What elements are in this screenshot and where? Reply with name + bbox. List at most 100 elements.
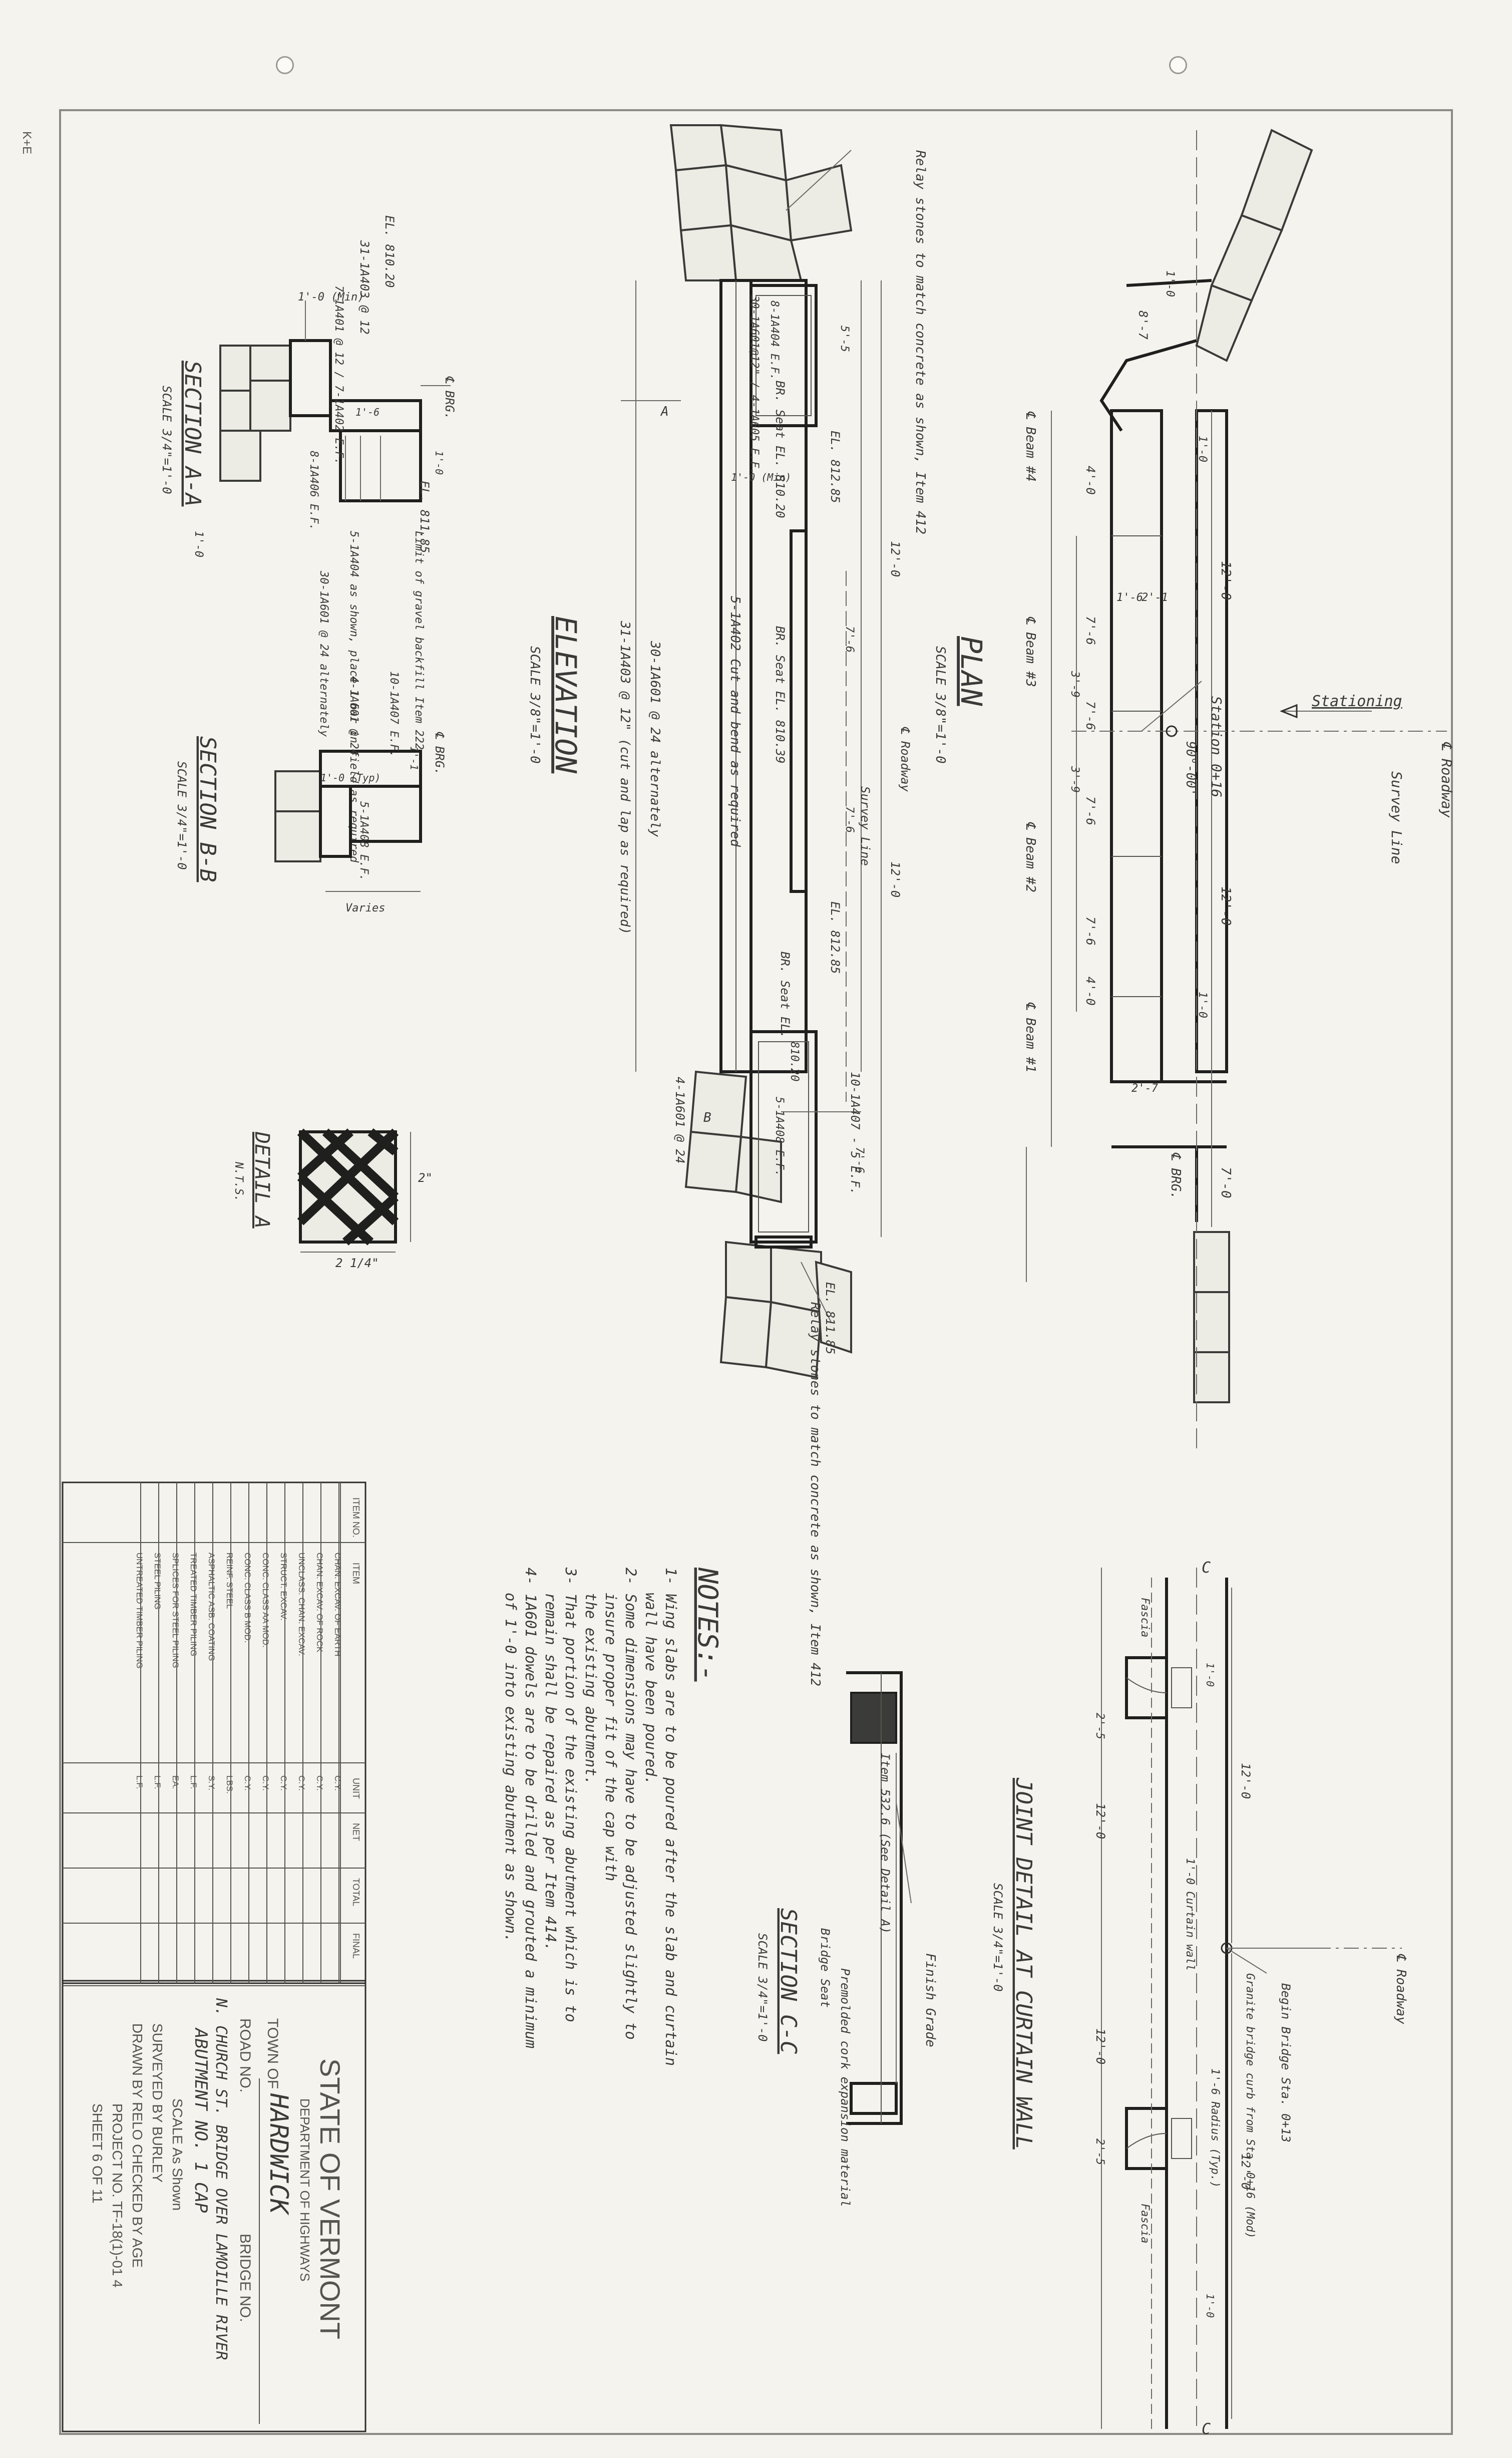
elevation-cap-outline — [719, 279, 808, 1073]
title-block: STATE OF VERMONT DEPARTMENT OF HIGHWAYS … — [62, 1980, 366, 2432]
plan-d4b: 4'-0 — [1083, 977, 1097, 1006]
table-row-item: UNTREATED TIMBER PILING — [135, 1553, 144, 1669]
section-aa-d1-6: 1'-6 — [355, 406, 380, 418]
joint-cl-bottom: C — [1202, 2420, 1211, 2438]
elevation-el1: EL. 812.85 — [828, 431, 842, 503]
elevation-title: ELEVATION — [549, 616, 583, 774]
joint-detail-view: JOINT DETAIL AT CURTAIN WALL SCALE 3/4"=… — [991, 1559, 1408, 2438]
joint-d2-5a: 2'-5 — [1093, 1713, 1106, 1739]
elevation-seat2: BR. Seat EL. 810.39 — [773, 626, 787, 764]
plan-d1a: 1'-0 — [1196, 436, 1209, 462]
section-cc-cork — [850, 1692, 897, 1744]
section-bb-bars2: 4-1A601 @ 24 — [347, 676, 360, 756]
section-bb-bars3: 5-1A408 E.F. — [357, 801, 370, 881]
section-aa-bars2: 7-1A401 @ 12 / 7-1A402 E.F. — [332, 285, 345, 465]
plan-angle: 90°-00' — [1183, 741, 1198, 796]
table-row-item: STEEL PILING — [153, 1553, 162, 1610]
joint-roadway: ℄ Roadway — [1393, 1953, 1408, 2024]
note-line: the existing abutment. — [582, 1593, 599, 1785]
plan-beam2: ℄ Beam #2 — [1023, 821, 1038, 892]
table-row-unit: C.Y. — [279, 1775, 288, 1791]
elevation-seat1: BR. Seat EL. 810.20 — [773, 381, 787, 518]
table-row-item: REINF. STEEL — [225, 1553, 234, 1609]
section-bb-brg: ℄ BRG. — [433, 731, 447, 775]
plan-d7-6b: 7'-6 — [1083, 701, 1097, 730]
section-aa-bars5: 30-1A601 @ 24 alternately — [317, 570, 330, 737]
table-row-unit: LBS. — [225, 1775, 234, 1794]
section-aa-limit: Limit of gravel backfill Item 222 — [413, 531, 425, 750]
table-row-unit: S.Y. — [207, 1775, 216, 1790]
detail-a-title: DETAIL A — [250, 1131, 273, 1228]
joint-fascia2: Fascia — [1139, 2204, 1151, 2243]
plan-d2-1: 2'-1 — [1142, 591, 1168, 604]
table-row-unit: C.Y. — [261, 1775, 270, 1791]
plan-stationing: Stationing — [1312, 693, 1402, 710]
table-header: TOTAL — [351, 1878, 361, 1906]
elevation-view: ELEVATION SCALE 3/8"=1'-0 Relay stones t… — [527, 124, 928, 1686]
table-row-item: CHAN. EXCAV. OF EARTH — [333, 1553, 342, 1657]
elevation-el3: EL. 811.85 — [823, 1282, 837, 1355]
punch-hole-right — [1169, 56, 1187, 74]
elevation-d7-6a: 7'-6 — [843, 626, 856, 653]
elevation-bar7: 4-1A601 @ 24 — [673, 1077, 687, 1163]
joint-scale: SCALE 3/4"=1'-0 — [991, 1883, 1005, 1992]
table-row-item: TREATED TIMBER PILING — [189, 1553, 198, 1656]
title-bridge-label: BRIDGE NO. — [237, 2234, 253, 2322]
elevation-section-a: A — [660, 404, 669, 419]
plan-d8-7: 8'-7 — [1136, 311, 1150, 340]
joint-radius: 1'-6 Radius (Typ.) — [1209, 2068, 1221, 2188]
note-line: remain shall be repaired as per Item 414… — [542, 1593, 559, 1951]
elevation-scale: SCALE 3/8"=1'-0 — [527, 646, 542, 764]
plan-survey-line: Survey Line — [1388, 771, 1405, 864]
plan-d1-0: 1'-0 — [1164, 270, 1176, 297]
plan-d1-6: 1'-6 — [1116, 591, 1143, 604]
section-bb-typ: 1'-0 (Typ) — [320, 772, 381, 784]
plan-d7a: 7'-0 — [1218, 1167, 1233, 1198]
table-row-item: CONC. CLASS B MOD. — [243, 1553, 252, 1643]
elevation-survey: Survey Line — [858, 786, 872, 866]
table-row-unit: C.Y. — [315, 1775, 324, 1791]
section-bb-varies: Varies — [345, 902, 385, 914]
title-surveyed: SURVEYED BY BURLEY — [150, 2023, 165, 2183]
table-row-item: SPLICES FOR STEEL PILING — [171, 1553, 180, 1668]
section-cc-premolded: Premolded cork expansion material — [838, 1968, 852, 2207]
sheet-border — [59, 109, 1453, 2435]
elevation-roadway: ℄ Roadway — [898, 726, 912, 792]
section-cc-item: Item 532.6 (See Detail A) — [878, 1753, 892, 1934]
notes-block: NOTES:- 1- Wing slabs are to be poured a… — [502, 1567, 723, 2066]
note-line: of 1'-0 into existing abutment as shown. — [502, 1593, 519, 1942]
title-town: HARDWICK — [264, 2093, 293, 2216]
table-row-unit: C.Y. — [333, 1775, 342, 1791]
section-aa-d1-0: 1'-0 — [433, 451, 445, 475]
elevation-bar1: 31-1A403 @ 12" (cut and lap as required) — [617, 621, 632, 935]
table-header: ITEM NO. — [351, 1497, 361, 1538]
elevation-bar5: 5-1A408 E.F. — [773, 1097, 786, 1176]
stamp-text: K+E — [20, 131, 34, 154]
joint-d2-5b: 2'-5 — [1093, 2138, 1106, 2165]
elevation-bar6: 10-1A407 - 5 E.F. — [848, 1072, 862, 1195]
plan-cap-outline — [1110, 409, 1163, 1083]
note-line: wall have been poured. — [642, 1593, 659, 1785]
detail-a-height: 2" — [418, 1171, 433, 1185]
section-bb-bars1: 10-1A407 E.F. — [388, 671, 400, 757]
title-road-label: ROAD NO. — [237, 2018, 253, 2092]
joint-d1-0a: 1'-0 — [1204, 1663, 1216, 1687]
detail-a-view: DETAIL A N.T.S. 2 1/4" 2" — [232, 1128, 433, 1270]
section-cc-bridge-seat: Bridge Seat — [818, 1928, 832, 2008]
elevation-d12b: 12'-0 — [888, 861, 902, 897]
elevation-el2: EL. 812.85 — [828, 901, 842, 974]
section-aa-min: 1'-0 (Min) — [298, 291, 364, 303]
table-row-item: UNCLASS. CHAN. EXCAV. — [297, 1553, 306, 1656]
elevation-min: 1'-0 (Min) — [731, 471, 791, 483]
plan-station: Station 0+16 — [1208, 696, 1225, 797]
note-line: 2- Some dimensions may have to be adjust… — [622, 1568, 639, 2040]
elevation-bar4: 8-1A404 E.F. — [768, 300, 781, 380]
table-header: NET — [351, 1823, 361, 1841]
table-row-unit: L.F. — [153, 1775, 162, 1789]
table-header: FINAL — [351, 1933, 361, 1959]
title-description-1: N. CHURCH ST. BRIDGE OVER LAMOILLE RIVER — [212, 1998, 230, 2360]
plan-beam1: ℄ Beam #1 — [1023, 1002, 1038, 1073]
elevation-bar2: 30-1A601 @ 24 alternately — [647, 641, 662, 837]
elevation-section-b: B — [703, 1110, 711, 1125]
section-aa-d10: 1'-0 — [192, 531, 205, 557]
